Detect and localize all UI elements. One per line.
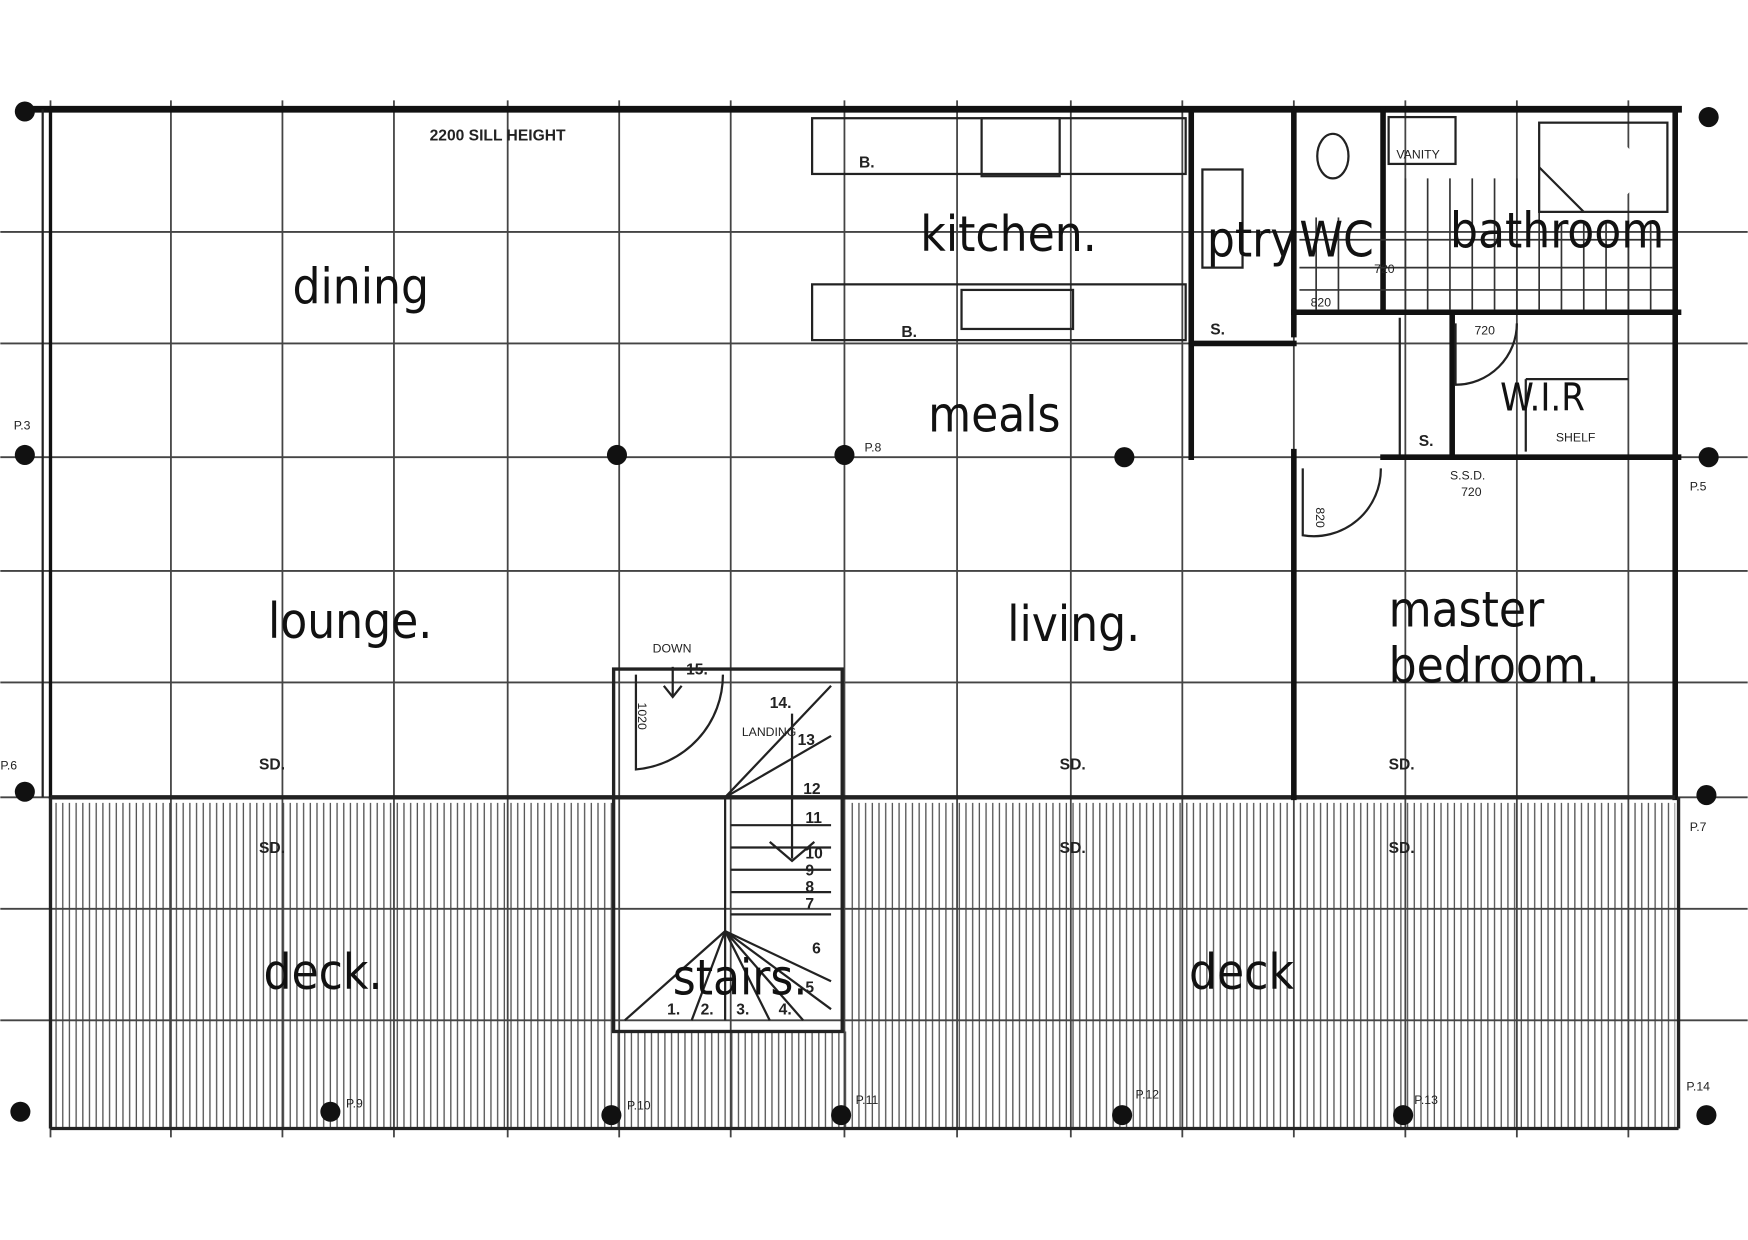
column-post [10,1101,31,1122]
room-label-bedroom: bedroom. [1389,636,1600,694]
note-sill-height: 2200 SILL HEIGHT [430,128,566,145]
note-vanity: VANITY [1396,147,1439,161]
column-post [1696,785,1717,806]
stair-step-number: 9 [805,862,814,879]
note-ssd: S.S.D. [1450,468,1485,482]
note-door-820: 820 [1313,507,1327,528]
room-label-bathroom: bathroom [1450,202,1664,260]
note-ssd-size: 720 [1461,485,1482,499]
note-sd: SD. [1389,840,1415,857]
column-post [14,781,35,802]
post-label: P.3 [14,418,31,432]
stair-step-number: 10 [805,846,823,863]
stair-step-number: 11 [805,810,822,827]
note-door-720: 720 [1374,262,1395,276]
room-label-pantry: ptry [1207,210,1297,268]
note-sd: SD. [259,840,285,857]
stair-step-number: 3. [736,1002,749,1019]
column-post [1114,447,1135,468]
column-post [1696,1105,1717,1126]
stair-step-number: 2. [701,1002,714,1019]
note-bench: B. [901,324,917,341]
note-sd: SD. [259,756,285,773]
stair-step-number: 13 [798,732,816,749]
post-label: P.11 [856,1093,879,1107]
column-post [1393,1105,1414,1126]
note-sd: SD. [1060,756,1086,773]
post-label: P.10 [627,1099,651,1113]
post-label: P.12 [1135,1087,1159,1101]
room-label-meals: meals [928,386,1060,444]
stair-step-number: 5 [805,979,814,996]
column-post [1112,1105,1133,1126]
columns [10,101,1719,1126]
room-label-living: living. [1007,595,1140,653]
deck-hatching [50,802,1676,1129]
post-label: P.13 [1414,1093,1438,1107]
column-post [320,1101,341,1122]
room-label-stairs: stairs. [673,949,808,1007]
column-post [606,444,628,465]
stair-step-number: 7 [805,896,814,913]
column-post [601,1105,622,1126]
note-down: DOWN [653,641,692,655]
column-post [14,101,35,122]
post-label: P.14 [1686,1080,1710,1094]
stair-step-number: 12 [803,781,821,798]
note-shelf: S. [1419,433,1434,450]
note-door-1020: 1020 [635,703,649,730]
room-label-master: master [1389,581,1545,639]
column-post [1698,447,1719,468]
stair-step-number: 8 [805,879,814,896]
room-label-wir: W.I.R [1500,375,1585,419]
stair-step-number: 6 [812,940,821,957]
column-post [834,444,855,465]
column-post [831,1105,852,1126]
room-label-kitchen: kitchen. [920,205,1096,263]
note-landing: LANDING [742,725,796,739]
post-label: P.5 [1690,480,1707,494]
note-sd: SD. [1389,756,1415,773]
walls [21,105,1682,1131]
note-sd: SD. [1060,840,1086,857]
room-label-deck-left: deck. [263,943,382,1001]
post-label: P.8 [865,441,882,455]
post-label: P.6 [0,758,17,772]
stair-step-number: 14. [770,695,792,712]
column-post [14,444,35,465]
note-bench: B. [859,154,875,171]
stair-step-number: 15. [686,662,708,679]
post-labels: P.3P.5P.6P.7 P.8P.9 P.10 P.11 P.12 P.13 P.14 [0,418,1710,1112]
stair-step-number: 4. [779,1002,792,1019]
stair-step-number: 1. [667,1002,680,1019]
note-door-820: 820 [1311,296,1332,310]
room-label-dining: dining [292,257,429,315]
redaction-circle [1570,137,1638,205]
note-shelf-label: SHELF [1556,431,1595,445]
post-label: P.7 [1690,820,1707,834]
post-label: P.9 [346,1096,363,1110]
room-label-wc: WC [1299,210,1373,268]
note-shelf: S. [1210,322,1225,339]
column-post [1698,107,1719,128]
note-door-720: 720 [1474,324,1495,338]
room-label-deck-right: deck [1189,943,1294,1001]
room-label-lounge: lounge. [268,592,432,650]
